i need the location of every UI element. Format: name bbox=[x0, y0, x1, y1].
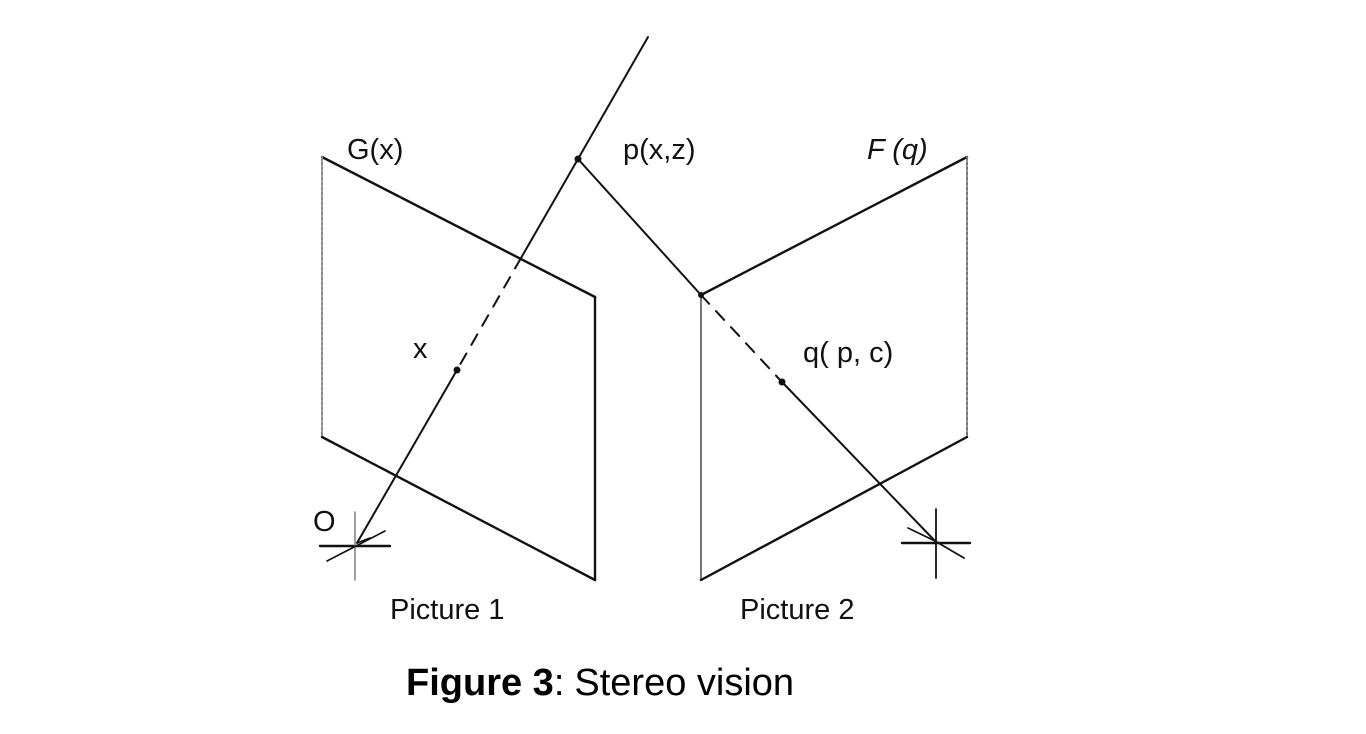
right-plane-top-edge bbox=[699, 155, 969, 297]
point-p bbox=[574, 155, 582, 163]
caption-sep: : bbox=[554, 662, 565, 704]
right-plane-bottom-edge bbox=[699, 435, 969, 582]
ray-right-dashed bbox=[700, 294, 783, 383]
left-camera-center-icon bbox=[318, 511, 392, 581]
ray-left-solid-lower bbox=[356, 369, 458, 544]
left-plane-top-edge bbox=[320, 155, 597, 299]
label-picture-2: Picture 2 bbox=[740, 594, 854, 626]
point-x bbox=[453, 366, 461, 374]
ray-right-solid-upper bbox=[577, 158, 702, 296]
label-o: O bbox=[313, 506, 336, 538]
ray-extension bbox=[577, 36, 649, 160]
ray-left-solid-upper bbox=[520, 158, 579, 259]
figure-caption: Figure 3:Stereo vision bbox=[406, 662, 794, 704]
point-q bbox=[778, 378, 786, 386]
label-g-x: G(x) bbox=[347, 134, 403, 166]
left-plane-bottom-edge bbox=[320, 435, 597, 582]
ray-left-dashed bbox=[456, 257, 522, 371]
right-camera-center-icon bbox=[900, 508, 972, 579]
label-picture-1: Picture 1 bbox=[390, 594, 504, 626]
label-p-xz: p(x,z) bbox=[623, 134, 696, 166]
label-q-pc: q( p, c) bbox=[803, 337, 893, 369]
label-x: x bbox=[413, 333, 428, 365]
caption-text: Stereo vision bbox=[574, 662, 794, 704]
caption-label: Figure 3 bbox=[406, 662, 554, 704]
point-plane-corner bbox=[698, 292, 704, 298]
label-f-q: F (q) bbox=[867, 134, 928, 166]
ray-right-solid-lower bbox=[781, 381, 936, 542]
